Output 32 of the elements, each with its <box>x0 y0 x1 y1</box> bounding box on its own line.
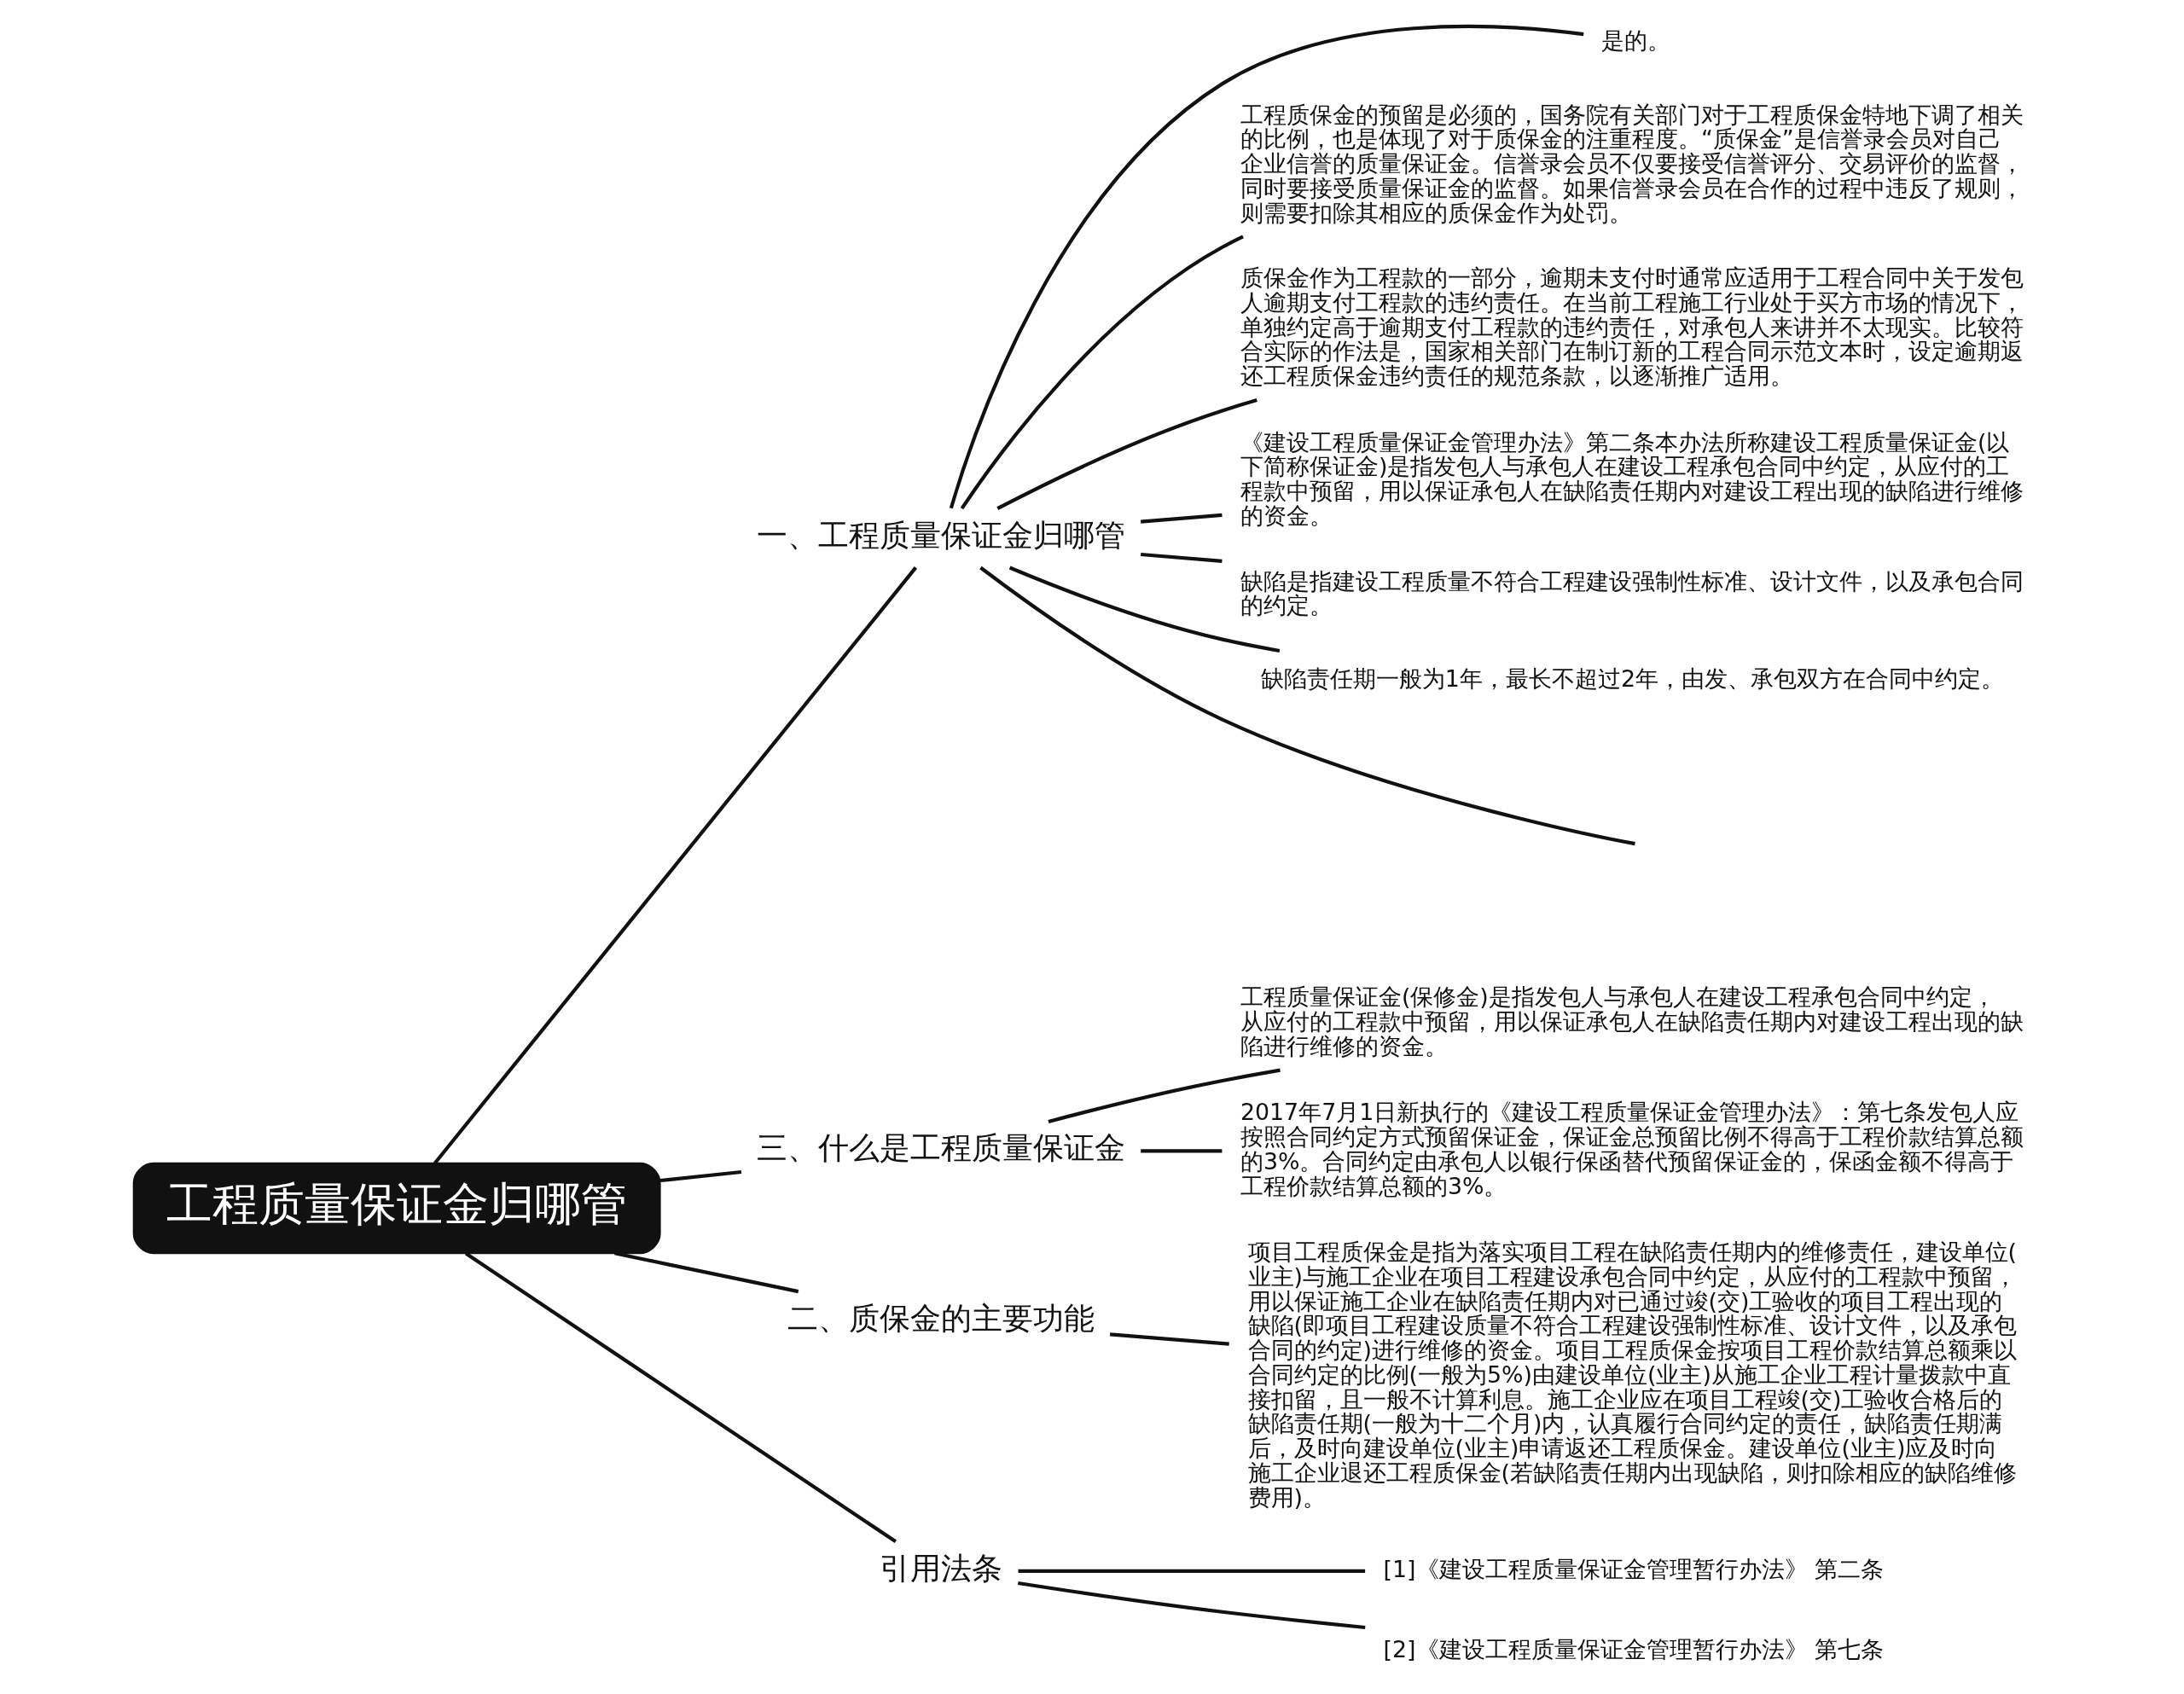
connector <box>979 566 1635 846</box>
connector <box>1008 566 1280 653</box>
node-text: 工程质保金的预留是必须的，国务院有关部门对于工程质保金特地下调了相关的比例，也是体现了对于质保金的注重程度。“质保金”是信誉录会员对自己企业信誉的质量保证金。信誉录会员不仅要接受信誉评分、交易评价的监督，同时要接受质量保证金的监督。如果信誉录会员在合作的过程中违反了规则，则需要扣除其相应的质保金作为处罚。 <box>1240 101 2024 226</box>
connector <box>613 1251 799 1294</box>
node-text: 工程质量保证金(保修金)是指发包人与承包人在建设工程承包合同中约定，从应付的工程款中预留，用以保证承包人在缺陷责任期内对建设工程出现的缺陷进行维修的资金。 <box>1240 983 2024 1059</box>
connector <box>1109 1332 1229 1346</box>
connector <box>464 1251 897 1544</box>
connector <box>949 24 1583 509</box>
connector <box>1017 1581 1365 1630</box>
connector <box>433 566 917 1165</box>
node-text: 是的。 <box>1600 27 1670 55</box>
node-text: 一、工程质量保证金归哪管 <box>756 516 1125 554</box>
node-box: 工程质量保证金归哪管 <box>132 1162 661 1255</box>
node-text: 三、什么是工程质量保证金 <box>756 1129 1125 1167</box>
node-text: 二、质保金的主要功能 <box>787 1299 1095 1337</box>
node-text: [2]《建设工程质量保证金管理暂行办法》 第七条 <box>1383 1635 1884 1662</box>
node-text: 2017年7月1日新执行的《建设工程质量保证金管理办法》：第七条发包人应按照合同约定方式预留保证金，保证金总预留比例不得高于工程价款结算总额的3%。合同约定由承包人以银行保函替代预留保证金的，保函金额不得高于工程价款结算总额的3%。 <box>1240 1099 2024 1199</box>
connector <box>996 398 1258 511</box>
connector <box>1140 1149 1222 1153</box>
node-text: [1]《建设工程质量保证金管理暂行办法》 第二条 <box>1383 1555 1884 1582</box>
node-text: 缺陷责任期一般为1年，最长不超过2年，由发、承包双方在合同中约定。 <box>1260 664 2004 692</box>
connector <box>1140 513 1223 524</box>
connector <box>960 235 1244 510</box>
connector <box>659 1169 741 1183</box>
node-text: 质保金作为工程款的一部分，逾期未支付时通常应适用于工程合同中关于发包人逾期支付工程款的违约责任。在当前工程施工行业处于买方市场的情况下，单独约定高于逾期支付工程款的违约责任，对承包人来讲并不太现实。比较符合实际的作法是，国家相关部门在制订新的工程合同示范文本时，设定逾期返还工程质保金违约责任的规范条款，以逐渐推广适用。 <box>1240 264 2024 390</box>
node-text: 《建设工程质量保证金管理办法》第二条本办法所称建设工程质量保证金(以下简称保证金)是指发包人与承包人在建设工程承包合同中约定，从应付的工程款中预留，用以保证承包人在缺陷责任期内对建设工程出现的缺陷进行维修的资金。 <box>1240 428 2024 529</box>
connector <box>1018 1569 1365 1573</box>
node-text: 引用法条 <box>879 1549 1002 1587</box>
connector <box>1140 552 1223 563</box>
node-text: 缺陷是指建设工程质量不符合工程建设强制性标准、设计文件，以及承包合同的约定。 <box>1240 567 2024 619</box>
connector <box>1047 1068 1281 1123</box>
node-text: 项目工程质保金是指为落实项目工程在缺陷责任期内的维修责任，建设单位(业主)与施工企业在项目工程建设承包合同中约定，从应付的工程款中预留，用以保证施工企业在缺陷责任期内对已通过竣(交)工验收的项目工程出现的缺陷(即项目工程建设质量不符合工程建设强制性标准、设计文件，以及承包合同的约定)进行维修的资金。项目工程质保金按项目工程价款结算总额乘以合同约定的比例(一般为5%)由建设单位(业主)从施工企业工程计量拨款中直接扣留，且一般不计算利息。施工企业应在项目工程竣(交)工验收合格后的缺陷责任期(一般为十二个月)内，认真履行合同约定的责任，缺陷责任期满后，及时向建设单位(业主)申请返还工程质保金。建设单位(业主)应及时向施工企业退还工程质保金(若缺陷责任期内出现缺陷，则扣除相应的缺陷维修费用)。 <box>1247 1239 2017 1511</box>
